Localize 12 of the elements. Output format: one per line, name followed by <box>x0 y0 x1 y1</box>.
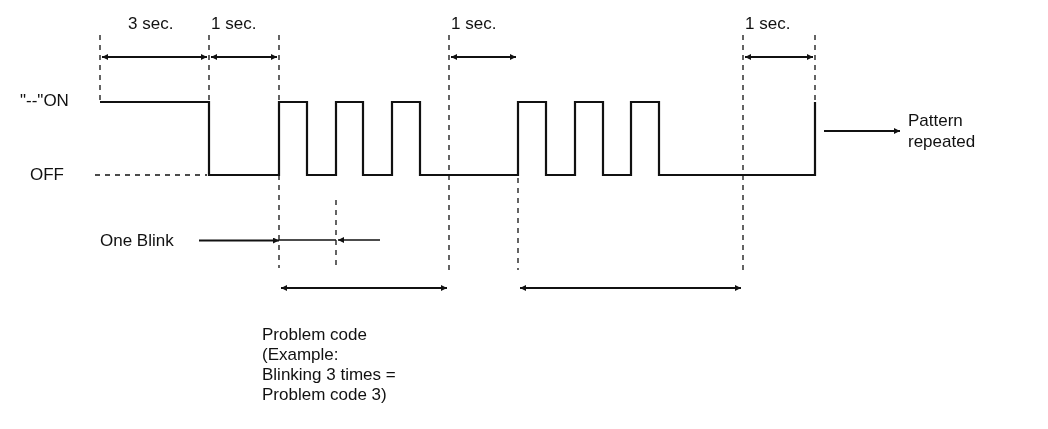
dimension-label: 1 sec. <box>451 14 497 34</box>
arrow <box>823 128 901 134</box>
text-label: Pattern repeated <box>908 110 1028 152</box>
dimension-label: 1 sec. <box>211 14 257 34</box>
text-label: One Blink <box>100 230 190 251</box>
note-text: Problem code (Example: Blinking 3 times = Problem code 3) <box>262 325 397 405</box>
waveform-drawing <box>100 100 817 177</box>
level-label: OFF <box>30 165 64 185</box>
dimension-label: 1 sec. <box>745 14 791 34</box>
level-label: "--"ON <box>20 91 69 111</box>
dimension-label: 3 sec. <box>128 14 174 34</box>
leader-arrow <box>198 237 280 244</box>
